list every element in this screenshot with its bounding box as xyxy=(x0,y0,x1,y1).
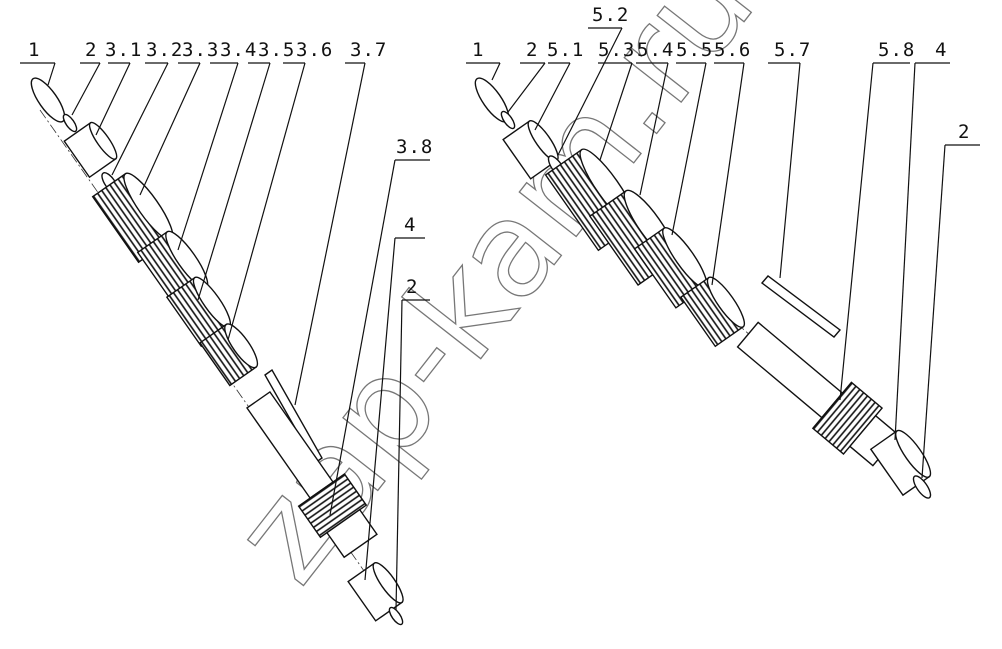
callout-label: 5.1 xyxy=(547,39,584,61)
callout-label: 3.7 xyxy=(350,39,387,61)
shaft xyxy=(736,321,900,467)
callout-label: 5.5 xyxy=(676,39,713,61)
callout-label: 3.5 xyxy=(258,39,295,61)
callout-label: 2 xyxy=(85,39,97,61)
callout-label: 3.8 xyxy=(396,136,433,158)
callout-label: 5.3 xyxy=(598,39,635,61)
circlip xyxy=(388,606,404,626)
gear xyxy=(679,276,746,348)
callout-label: 2 xyxy=(958,121,970,143)
gear xyxy=(91,172,174,264)
callout-label: 5.2 xyxy=(592,4,629,26)
callout-label: 3.6 xyxy=(296,39,333,61)
callout-label: 3.4 xyxy=(220,39,257,61)
circlip xyxy=(30,77,66,123)
washer xyxy=(500,110,516,130)
left-labels: 1 2 3.1 3.2 3.3 3.4 3.5 3.6 3.7 3.8 4 2 xyxy=(28,39,433,298)
callout-label: 5.7 xyxy=(774,39,811,61)
right-shaft-assembly xyxy=(474,77,932,499)
left-leader-lines xyxy=(20,62,430,611)
callout-label: 1 xyxy=(28,39,40,61)
key xyxy=(760,275,842,338)
callout-label: 1 xyxy=(472,39,484,61)
callout-label: 4 xyxy=(404,214,416,236)
callout-label: 5.4 xyxy=(637,39,674,61)
callout-label: 3.2 xyxy=(146,39,183,61)
shaft xyxy=(246,390,378,559)
right-leader-lines xyxy=(466,27,980,479)
callout-label: 3.3 xyxy=(182,39,219,61)
bearing xyxy=(63,121,118,179)
callout-label: 4 xyxy=(935,39,947,61)
callout-label: 2 xyxy=(526,39,538,61)
callout-label: 5.8 xyxy=(878,39,915,61)
callout-label: 2 xyxy=(406,276,418,298)
gear xyxy=(199,323,259,387)
callout-label: 3.1 xyxy=(105,39,142,61)
right-labels: 1 2 5.1 5.2 5.3 5.4 5.5 5.6 5.7 5.8 4 2 xyxy=(472,4,970,143)
left-shaft-assembly xyxy=(30,77,404,626)
callout-label: 5.6 xyxy=(714,39,751,61)
washer xyxy=(62,113,78,133)
circlip xyxy=(912,475,932,499)
bearing xyxy=(347,562,404,622)
